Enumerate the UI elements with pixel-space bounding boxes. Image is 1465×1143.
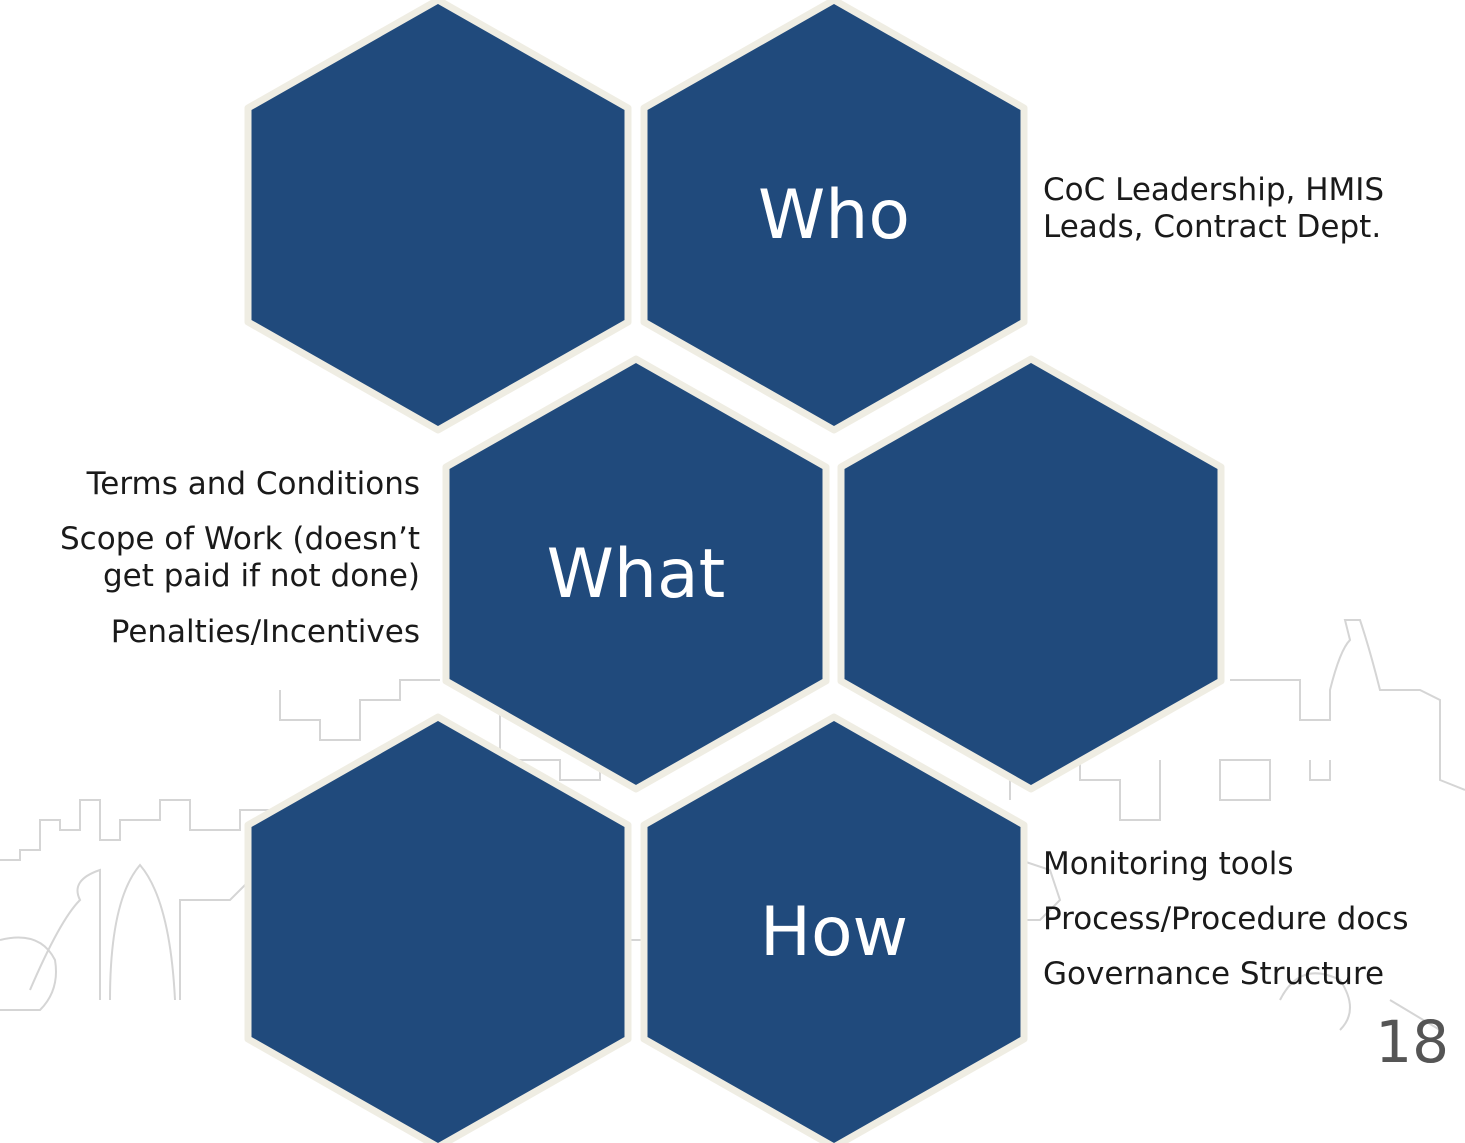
who-line-2: Leads, Contract Dept. (1043, 209, 1382, 246)
who-description: CoC Leadership, HMIS Leads, Contract Dep… (1043, 172, 1384, 246)
hexagon-middle-right (837, 355, 1225, 793)
how-item-governance: Governance Structure (1043, 956, 1385, 993)
city-skyline-background (0, 619, 1465, 1031)
hexagon-what-label: What (547, 535, 726, 614)
hexagon-top-left (244, 0, 632, 434)
who-line-1: CoC Leadership, HMIS (1043, 172, 1385, 208)
how-item-monitoring: Monitoring tools (1043, 846, 1294, 882)
what-item-terms: Terms and Conditions (86, 466, 420, 502)
hexagon-how (640, 713, 1028, 1143)
how-description: Monitoring tools Process/Procedure docs … (1043, 846, 1409, 1012)
hexagon-what (442, 355, 830, 793)
slide-number: 18 (1375, 1008, 1449, 1076)
hexagon-who (640, 0, 1028, 434)
hexagon-who-label: Who (758, 176, 910, 255)
what-description: Terms and Conditions Scope of Work (does… (10, 466, 420, 669)
hexagon-how-label: How (760, 893, 908, 972)
how-item-process: Process/Procedure docs (1043, 901, 1409, 938)
what-item-penalties: Penalties/Incentives (110, 613, 420, 650)
what-item-scope: Scope of Work (doesn’t get paid if not d… (60, 521, 420, 595)
hexagon-bottom-left (244, 713, 632, 1143)
